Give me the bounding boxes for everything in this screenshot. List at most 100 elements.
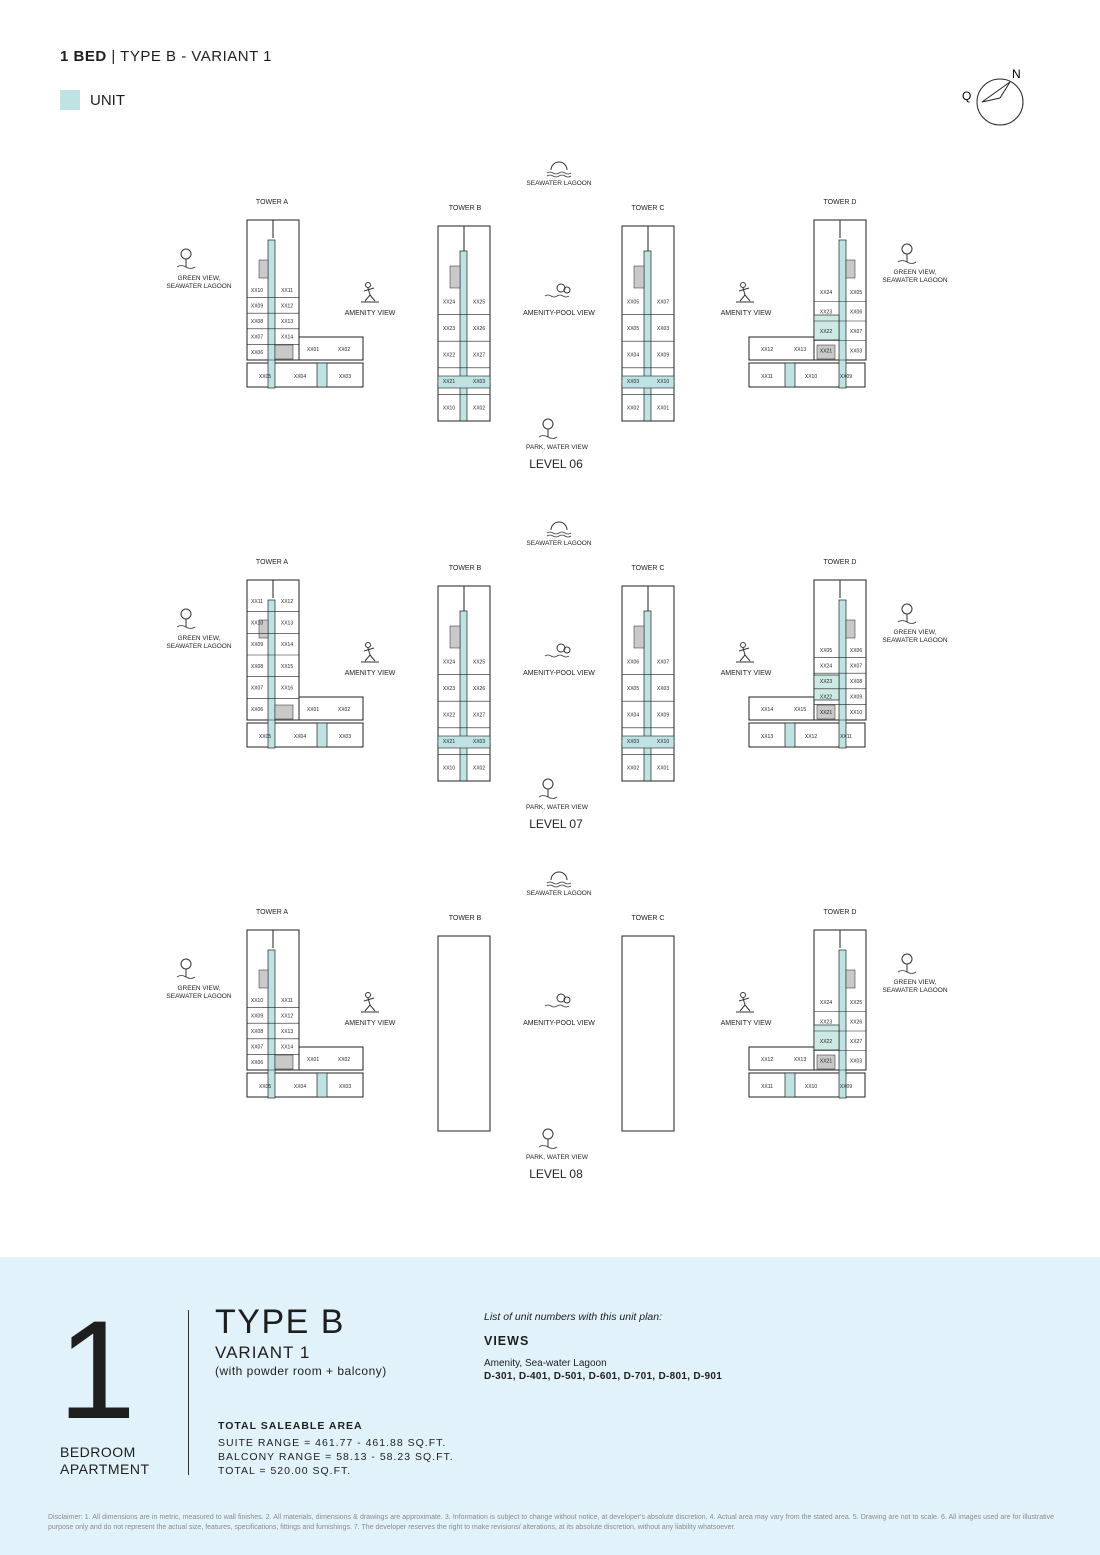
tower-label: TOWER C	[632, 205, 665, 212]
unit-label: XX03	[473, 739, 485, 745]
tower-c-corridor	[643, 610, 652, 782]
unit-label: XX07	[850, 663, 862, 669]
tower-a-core	[274, 1054, 294, 1070]
unit-label: XX02	[627, 766, 639, 772]
unit-label: XX26	[850, 1019, 862, 1025]
lagoon-icon	[546, 161, 572, 178]
unit-label: XX10	[657, 739, 669, 745]
unit-label: XX11	[761, 374, 773, 380]
unit-label: XX03	[339, 374, 351, 380]
tower-label: TOWER A	[256, 559, 288, 566]
unit-label: XX21	[443, 739, 455, 745]
view-label-left: SEAWATER LAGOON	[166, 643, 231, 650]
unit-label: XX03	[627, 739, 639, 745]
area-title: TOTAL SALEABLE AREA	[218, 1420, 363, 1432]
amenity-label: AMENITY VIEW	[721, 1020, 772, 1027]
views-desc: Amenity, Sea-water Lagoon	[484, 1358, 607, 1369]
view-label-bottom: PARK, WATER VIEW	[526, 804, 589, 811]
unit-label: XX24	[443, 659, 455, 665]
unit-label: XX09	[840, 1084, 852, 1090]
tower-d-core	[845, 619, 856, 639]
amenity-icon	[361, 282, 379, 303]
tree-icon	[176, 248, 196, 269]
tower-a-core	[258, 969, 269, 989]
title-separator: |	[111, 48, 116, 65]
amenity-label: AMENITY VIEW	[721, 310, 772, 317]
unit-label: XX05	[259, 734, 271, 740]
pool-icon	[544, 283, 571, 298]
amenity-icon	[361, 642, 379, 663]
unit-label: XX09	[840, 374, 852, 380]
tower-a-core	[258, 259, 269, 279]
tower-a-bottom	[246, 722, 364, 748]
tower-c-core	[633, 625, 645, 649]
unit-label: XX06	[627, 659, 639, 665]
tower-d-corridor	[838, 949, 847, 1099]
unit-label: XX07	[251, 686, 263, 692]
amenity-label: AMENITY VIEW	[345, 310, 396, 317]
unit-label: XX23	[820, 679, 832, 685]
tower-b-unit-highlight	[437, 375, 491, 389]
tower-d-corridor	[838, 599, 847, 749]
unit-label: XX15	[794, 707, 806, 713]
unit-label: XX10	[251, 998, 263, 1004]
tree-icon	[538, 418, 558, 439]
tower-d-bottom	[748, 362, 866, 388]
pool-view-label: AMENITY-POOL VIEW	[523, 1020, 595, 1027]
unit-label: XX01	[307, 347, 319, 353]
lagoon-icon	[546, 871, 572, 888]
unit-label: XX12	[281, 1013, 293, 1019]
tree-icon	[538, 778, 558, 799]
unit-label: XX13	[794, 347, 806, 353]
unit-label: XX05	[627, 686, 639, 692]
variant-note: (with powder room + balcony)	[215, 1364, 387, 1378]
unit-label: XX03	[657, 686, 669, 692]
total-area: TOTAL = 520.00 SQ.FT.	[218, 1465, 352, 1477]
unit-label: XX08	[850, 679, 862, 685]
tower-a-wing	[298, 336, 364, 361]
bedroom-line1: BEDROOM	[60, 1444, 136, 1460]
unit-label: XX22	[443, 353, 455, 359]
unit-label: XX05	[259, 374, 271, 380]
unit-label: XX21	[820, 1058, 832, 1064]
unit-label: XX02	[338, 1057, 350, 1063]
unit-numbers: D-301, D-401, D-501, D-601, D-701, D-801…	[484, 1371, 723, 1382]
tower-label: TOWER A	[256, 909, 288, 916]
view-label-left: GREEN VIEW,	[178, 985, 221, 992]
unit-label: XX25	[473, 299, 485, 305]
unit-label: XX03	[627, 379, 639, 385]
unit-label: XX05	[820, 648, 832, 654]
tower-b-core	[449, 265, 461, 289]
bedroom-count: 1	[58, 1291, 136, 1448]
unit-label: XX10	[251, 621, 263, 627]
unit-label: XX09	[850, 695, 862, 701]
unit-label: XX12	[761, 347, 773, 353]
unit-label: XX24	[820, 290, 832, 296]
view-label-right: SEAWATER LAGOON	[882, 987, 947, 994]
unit-label: XX02	[338, 707, 350, 713]
unit-label: XX06	[850, 648, 862, 654]
compass-icon: N Q	[962, 67, 1024, 126]
footer-panel	[0, 1257, 1100, 1555]
tower-a-wing	[298, 1046, 364, 1071]
unit-label: XX25	[850, 1000, 862, 1006]
unit-label: XX03	[850, 1058, 862, 1064]
level-label: LEVEL 07	[529, 817, 583, 831]
tree-icon	[897, 953, 917, 974]
unit-label: XX01	[657, 406, 669, 412]
view-label-right: GREEN VIEW,	[894, 269, 937, 276]
unit-label: XX01	[657, 766, 669, 772]
unit-label: XX14	[281, 335, 293, 341]
footer-divider	[188, 1310, 189, 1475]
unit-label: XX21	[820, 348, 832, 354]
amenity-icon	[361, 992, 379, 1013]
unit-label: XX02	[627, 406, 639, 412]
unit-label: XX04	[294, 374, 306, 380]
unit-label: XX01	[307, 1057, 319, 1063]
unit-label: XX25	[473, 659, 485, 665]
unit-label: XX10	[443, 406, 455, 412]
tower-d-wing	[748, 336, 815, 361]
unit-label: XX23	[443, 326, 455, 332]
tree-icon	[897, 603, 917, 624]
